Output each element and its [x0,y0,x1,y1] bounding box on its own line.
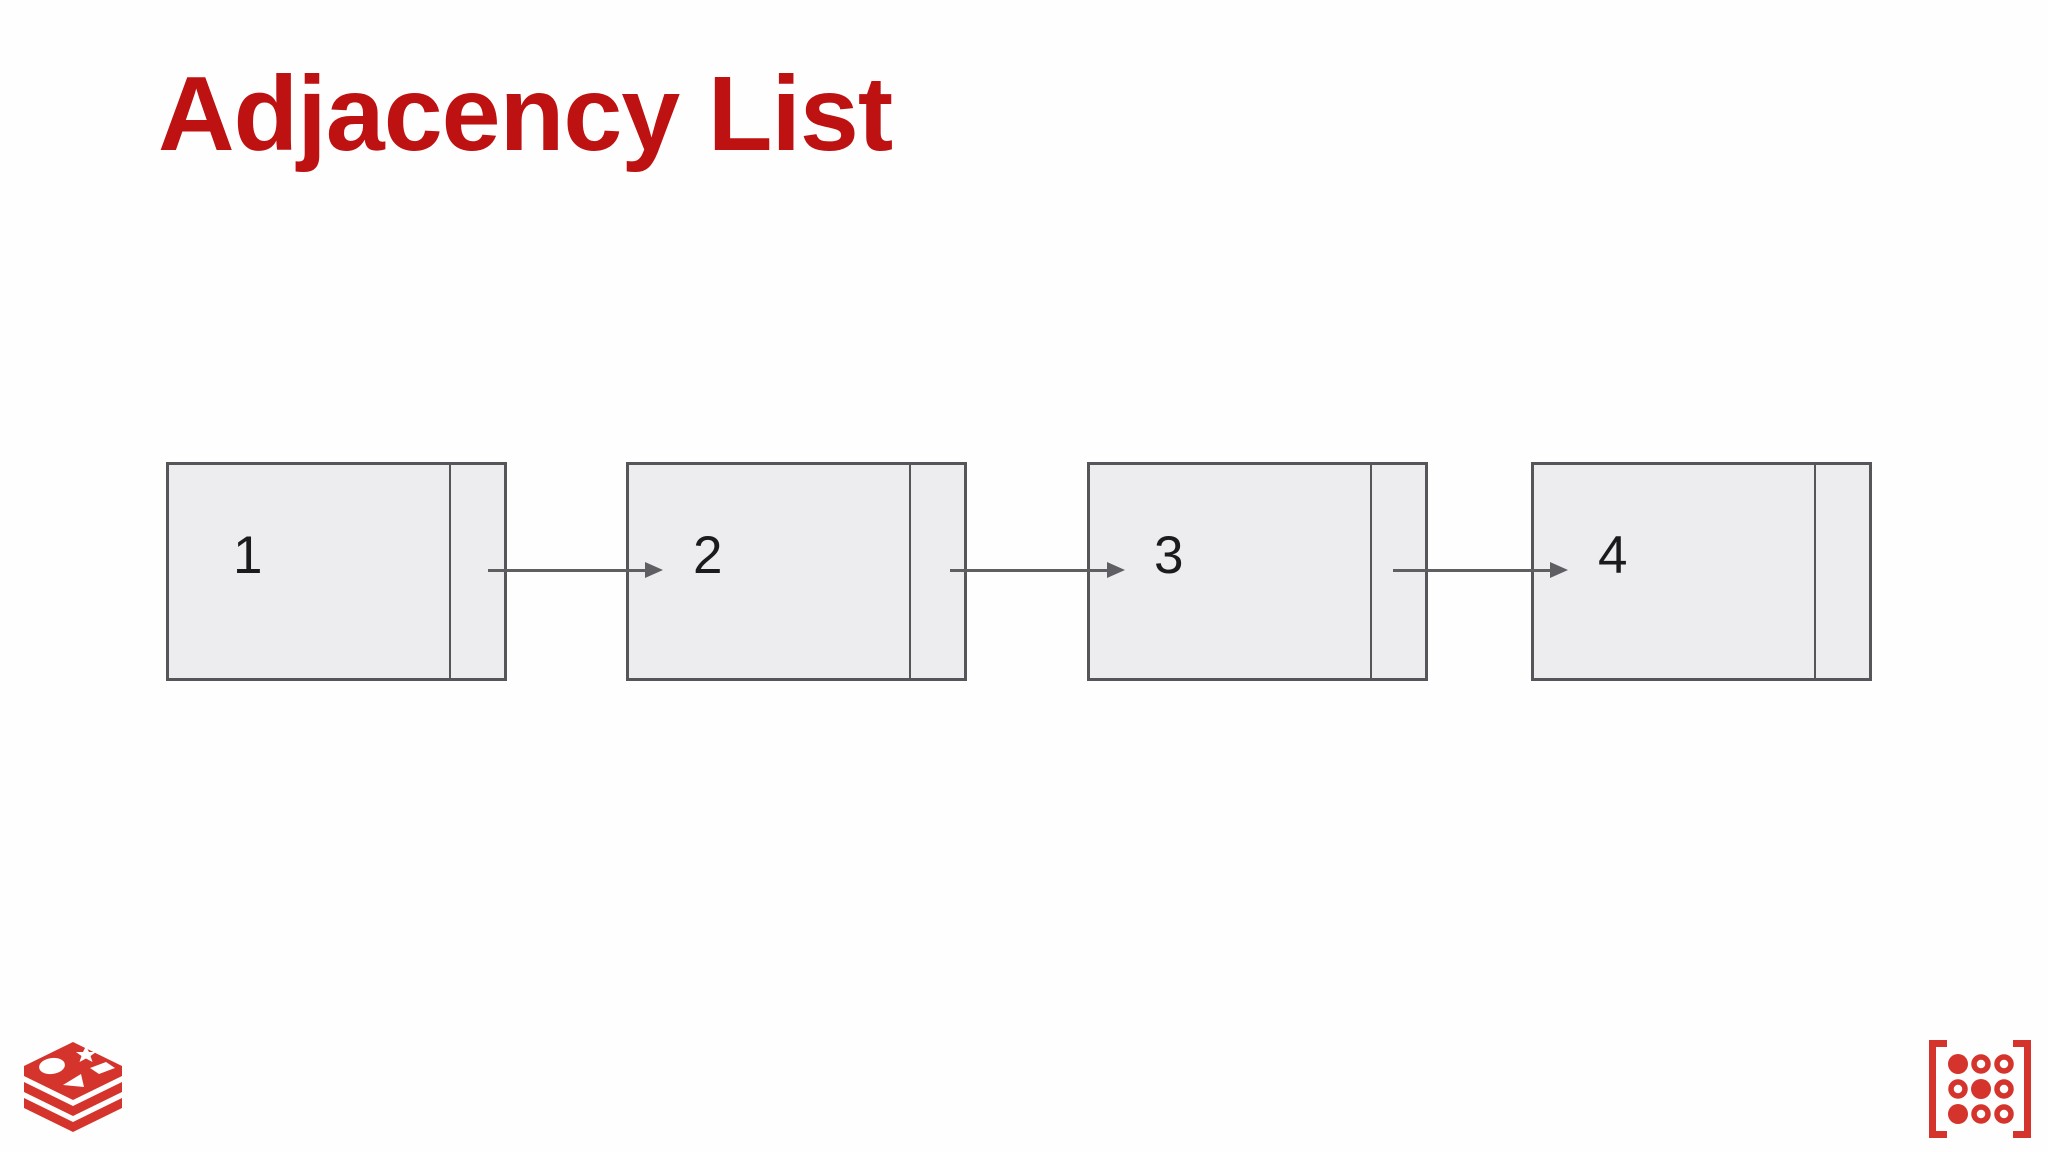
node-1-pointer-cell [449,465,504,678]
node-3-pointer-cell [1370,465,1425,678]
node-3-label: 3 [1154,526,1184,585]
node-4-label: 4 [1598,526,1628,585]
list-node-1: 1 [166,462,507,681]
node-2-label: 2 [693,526,723,585]
redis-star-shape [76,1046,96,1062]
redis-triangle-shape [63,1074,84,1087]
arrow-node3-to-node4 [1393,562,1568,578]
right-bracket-icon [2013,1040,2031,1138]
redis-circle-shape [39,1057,65,1075]
node-1-label: 1 [233,526,263,585]
arrow-node2-to-node3 [950,562,1125,578]
list-node-4: 4 [1531,462,1872,681]
slide-title: Adjacency List [158,55,893,173]
redis-logo [18,1038,128,1143]
redis-square-shape [90,1062,115,1074]
node-2-pointer-cell [909,465,964,678]
bracket-matrix-logo [1928,1040,2032,1143]
arrow-node1-to-node2 [488,562,663,578]
list-node-2: 2 [626,462,967,681]
node-4-pointer-cell [1814,465,1869,678]
left-bracket-icon [1929,1040,1947,1138]
list-node-3: 3 [1087,462,1428,681]
